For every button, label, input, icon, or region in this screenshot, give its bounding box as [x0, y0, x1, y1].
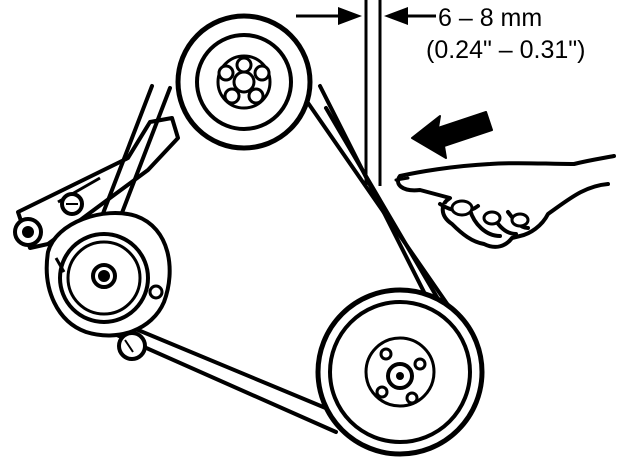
tensioner-pulley: [44, 211, 172, 361]
upper-pulley: [175, 13, 313, 151]
deflection-dimension-arrows: [296, 7, 436, 25]
deflection-mm-label: 6 – 8 mm: [438, 4, 542, 32]
crankshaft-pulley: [315, 287, 485, 457]
straightedge-reference: [364, 0, 382, 186]
tensioner-bracket: [13, 116, 180, 250]
pressing-hand-icon: [394, 154, 616, 249]
push-direction-arrow-icon: [411, 111, 493, 159]
deflection-inch-label: (0.24" – 0.31"): [426, 36, 586, 64]
